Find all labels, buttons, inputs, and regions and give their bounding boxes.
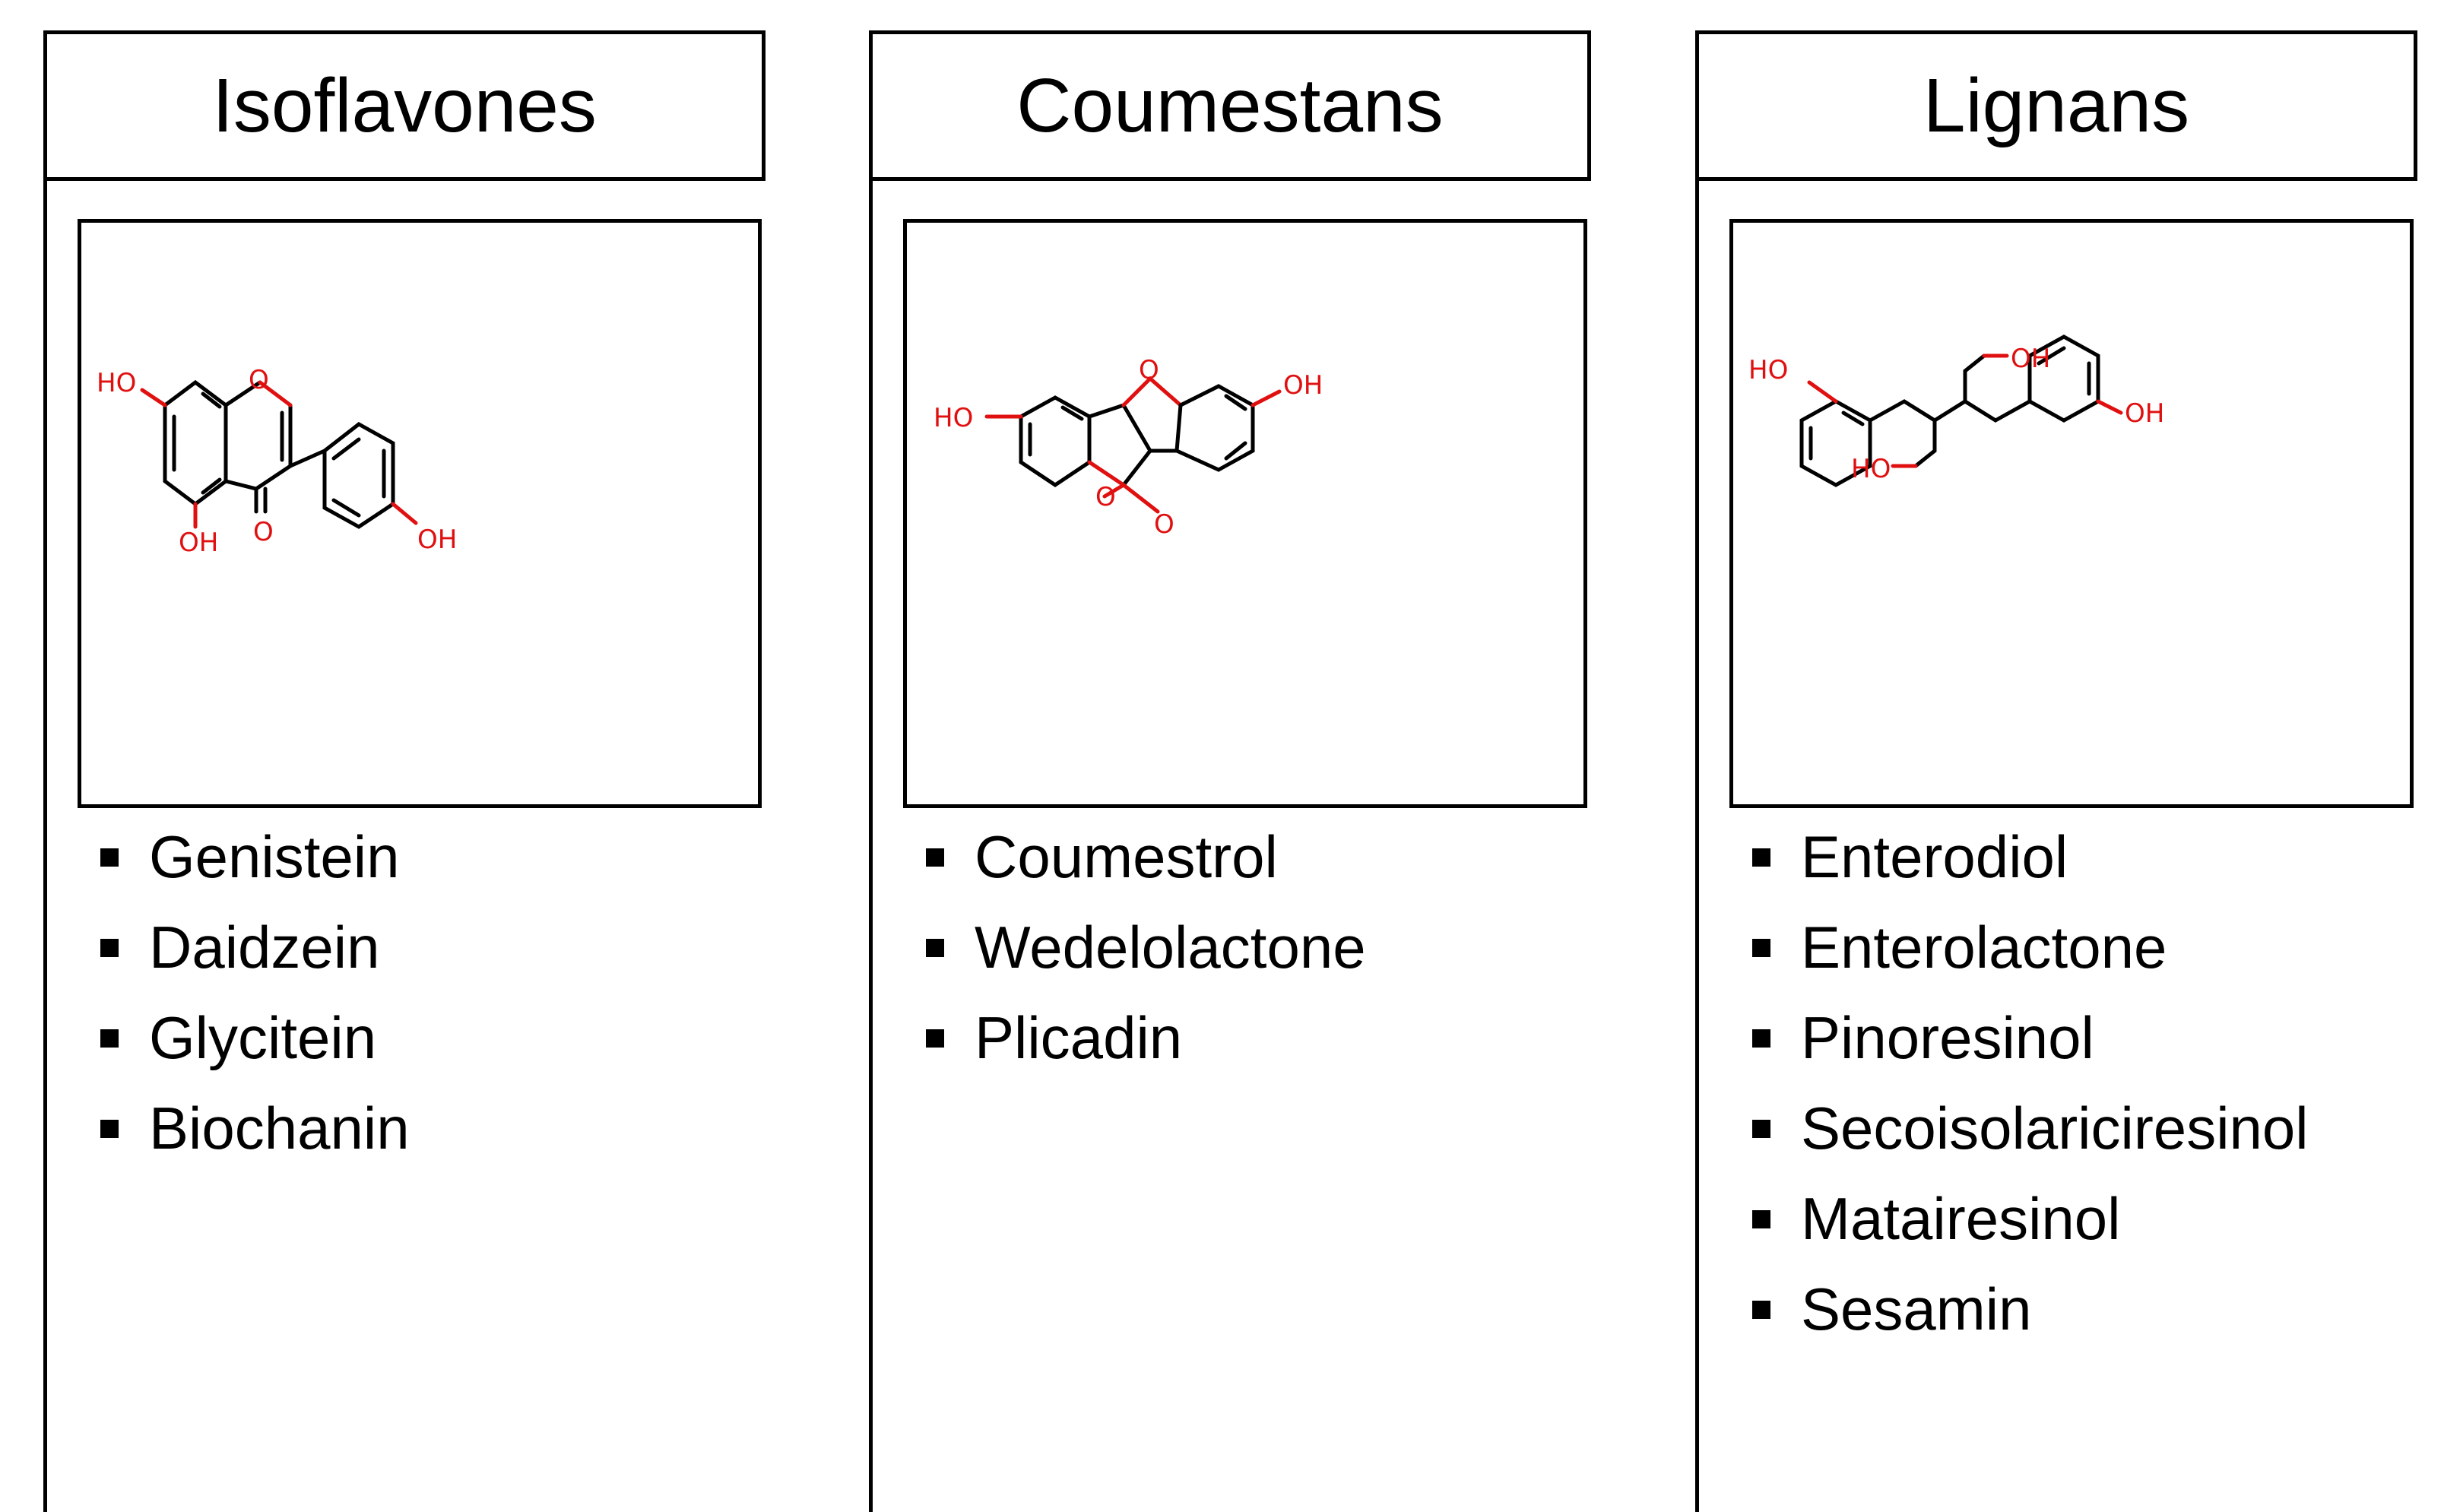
atom-label: HO — [97, 368, 136, 398]
list-item: Genistein — [100, 812, 410, 902]
bullet-icon — [1752, 1119, 1770, 1138]
list-item: Matairesinol — [1752, 1174, 2309, 1264]
category-title: Coumestans — [1016, 62, 1444, 148]
column-lignans: Lignans OH HO OH HO Enterodiol Enterolac… — [1695, 0, 2417, 1512]
structure-box: OH HO OH HO — [1729, 219, 2414, 808]
compound-list: Coumestrol Wedelolactone Plicadin — [926, 812, 1366, 1083]
list-item: Enterodiol — [1752, 812, 2309, 902]
bullet-icon — [1752, 1300, 1770, 1319]
column-divider — [43, 175, 47, 1512]
list-item: Pinoresinol — [1752, 993, 2309, 1083]
structure-box: O OH HO O O — [903, 219, 1587, 808]
column-divider — [1695, 175, 1699, 1512]
atom-label: O — [253, 517, 274, 547]
atom-label: HO — [1748, 355, 1788, 385]
coumestan-structure: O OH HO O O — [934, 355, 1323, 540]
bullet-icon — [926, 848, 944, 867]
atom-label: HO — [1851, 454, 1891, 484]
bullet-icon — [100, 1119, 119, 1138]
compound-list: Enterodiol Enterolactone Pinoresinol Sec… — [1752, 812, 2309, 1355]
atom-label: OH — [1283, 370, 1323, 401]
atom-label: HO — [934, 403, 973, 433]
list-item: Glycitein — [100, 993, 410, 1083]
bullet-icon — [1752, 848, 1770, 867]
list-item: Secoisolariciresinol — [1752, 1083, 2309, 1174]
atom-label: O — [1095, 482, 1116, 512]
list-item: Wedelolactone — [926, 902, 1366, 993]
atom-label: OH — [179, 528, 218, 558]
list-item: Enterolactone — [1752, 902, 2309, 993]
column-divider — [869, 175, 873, 1512]
list-item: Biochanin — [100, 1083, 410, 1174]
bullet-icon — [100, 938, 119, 957]
bullet-icon — [1752, 1029, 1770, 1048]
isoflavone-structure: HO O OH O OH — [97, 365, 457, 558]
column-isoflavones: Isoflavones HO O OH O OH Genistein — [43, 0, 766, 1512]
atom-label: OH — [417, 525, 457, 555]
column-coumestans: Coumestans O OH HO O O Coumestrol Wedelo… — [869, 0, 1591, 1512]
atom-label: OH — [2125, 398, 2164, 429]
list-item: Sesamin — [1752, 1264, 2309, 1355]
category-title: Lignans — [1923, 62, 2190, 148]
bullet-icon — [926, 938, 944, 957]
bullet-icon — [100, 1029, 119, 1048]
bullet-icon — [1752, 1209, 1770, 1228]
structure-box: HO O OH O OH — [78, 219, 762, 808]
category-title: Isoflavones — [212, 62, 597, 148]
list-item: Coumestrol — [926, 812, 1366, 902]
bullet-icon — [1752, 938, 1770, 957]
list-item: Daidzein — [100, 902, 410, 993]
category-header: Lignans — [1695, 30, 2417, 181]
category-header: Isoflavones — [43, 30, 766, 181]
compound-list: Genistein Daidzein Glycitein Biochanin — [100, 812, 410, 1174]
atom-label: O — [1139, 355, 1159, 385]
lignan-structure: OH HO OH HO — [1748, 334, 2164, 487]
atom-label: OH — [2011, 344, 2050, 374]
bullet-icon — [926, 1029, 944, 1048]
list-item: Plicadin — [926, 993, 1366, 1083]
atom-label: O — [249, 365, 269, 395]
atom-label: O — [1154, 509, 1174, 540]
category-header: Coumestans — [869, 30, 1591, 181]
bullet-icon — [100, 848, 119, 867]
